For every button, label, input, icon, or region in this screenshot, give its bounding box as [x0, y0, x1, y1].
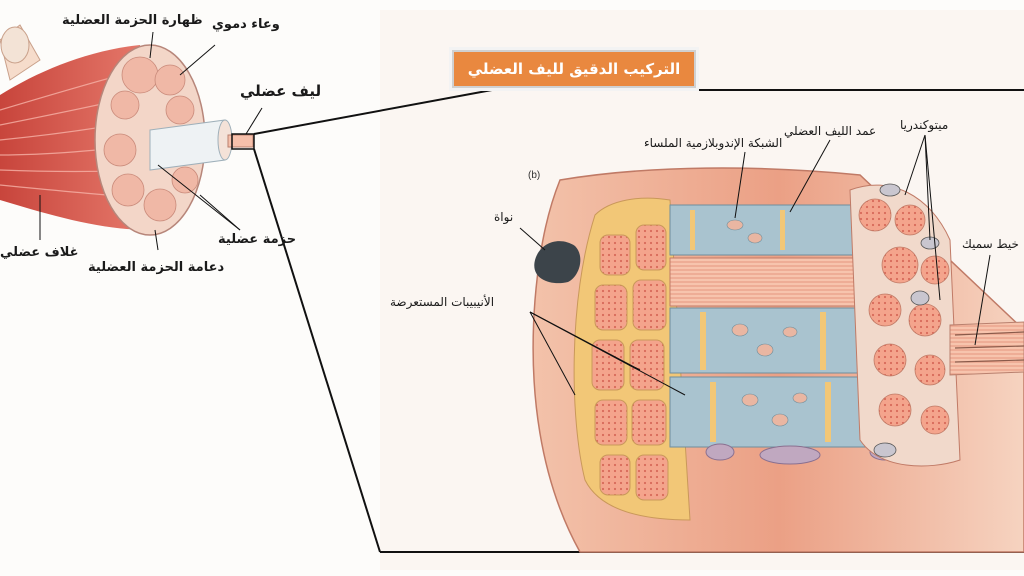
label-endomysium: دعامة الحزمة العضلية: [88, 260, 225, 275]
fiber-ultrastructure: [532, 167, 1024, 553]
myofibril-rows: [669, 204, 901, 465]
label-blood-vessel: وعاء دموي: [212, 17, 280, 32]
label-fascicle: حزمة عضلية: [218, 232, 297, 247]
panel-letter: (b): [528, 170, 541, 181]
label-sarcoplasmic-reticulum: الشبكة الإندوبلازمية الملساء: [644, 136, 783, 150]
label-myofibril: عمد الليف العضلي: [784, 124, 877, 138]
label-t-tubules: الأنيبيبات المستعرضة: [390, 295, 495, 309]
label-muscle-fiber: ليف عضلي: [240, 82, 322, 100]
label-epimysium: غلاف عضلي: [0, 245, 79, 260]
label-mitochondria: ميتوكندريا: [900, 118, 949, 132]
muscle-cross-section: [94, 44, 255, 236]
fiber-end-face: [849, 183, 961, 467]
diagram-title-box: التركيب الدقيق لليف العضلي: [452, 50, 696, 88]
diagram-title: التركيب الدقيق لليف العضلي: [467, 60, 681, 78]
thick-filament-bundle: [949, 321, 1024, 376]
nucleus-shape: [534, 241, 581, 284]
label-nucleus: نواة: [494, 210, 514, 224]
label-perimysium: ظهارة الحزمة العضلية: [62, 13, 203, 28]
zoom-box: [231, 133, 255, 150]
label-thick-filament: خيط سميك: [962, 237, 1019, 251]
